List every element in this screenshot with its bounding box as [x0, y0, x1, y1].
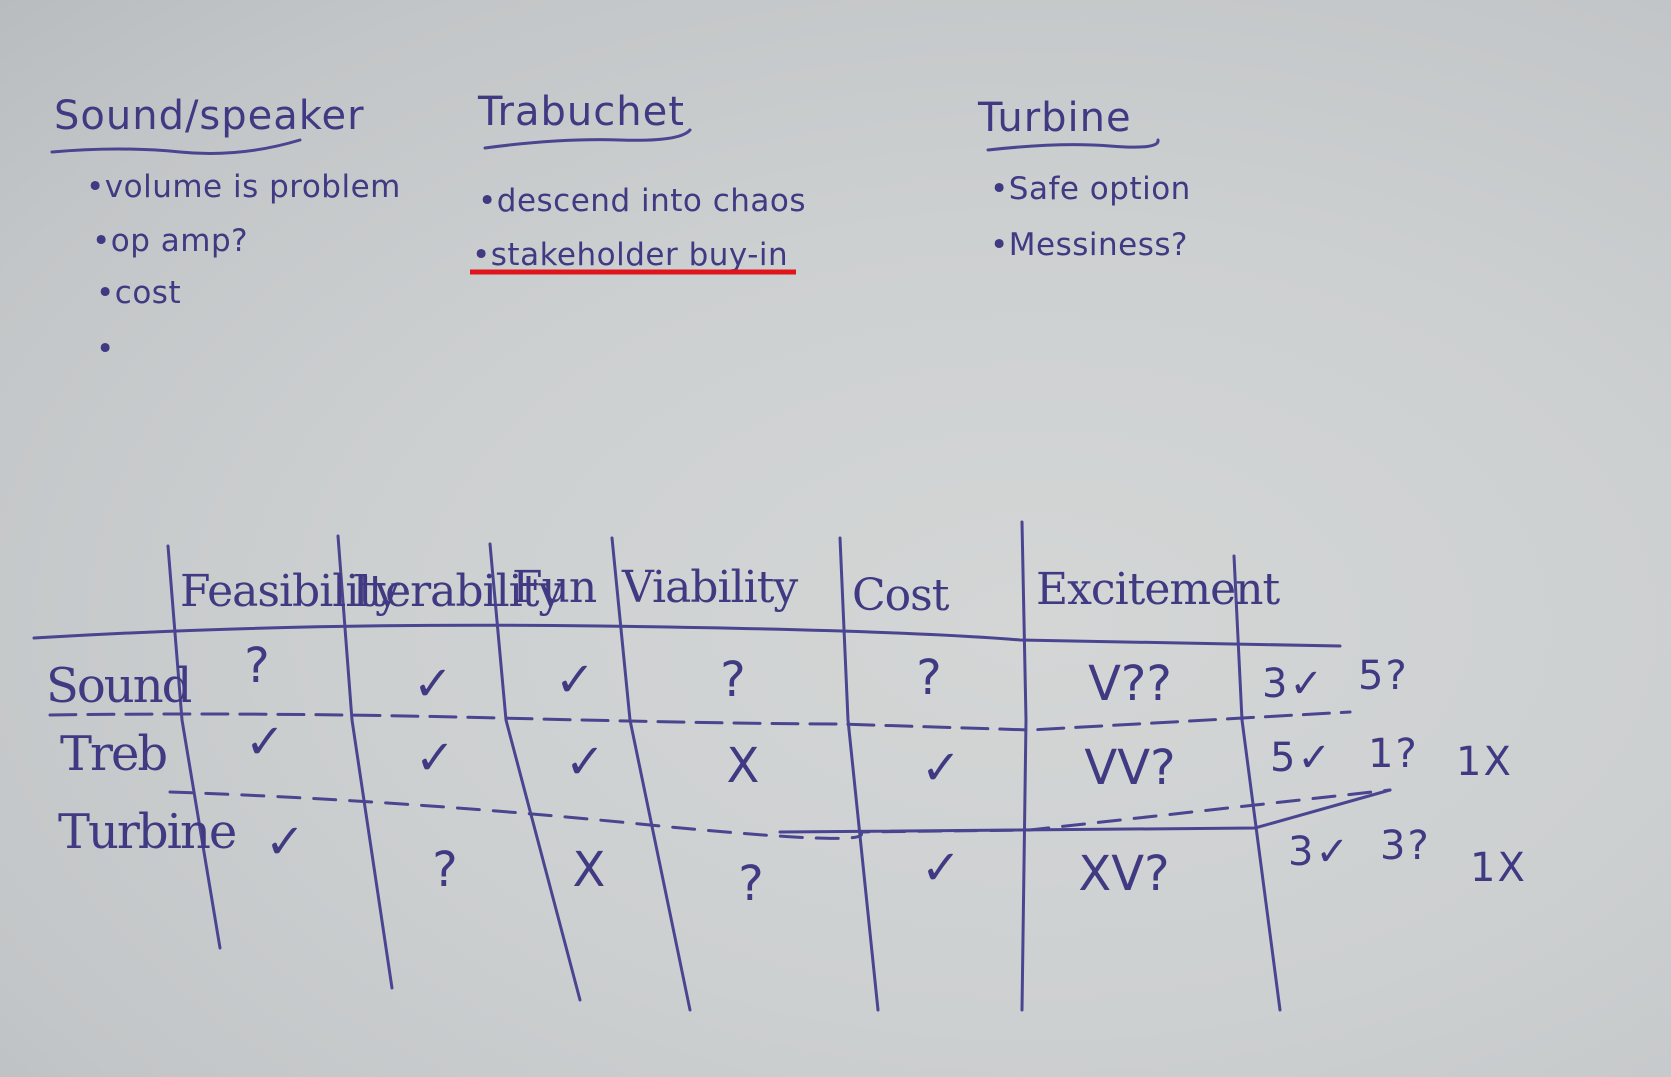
tally-question: 5? [1358, 653, 1409, 699]
tally-check: 5✓ [1270, 735, 1333, 781]
grid-line-row [778, 788, 1392, 834]
idea-note: •Safe option [990, 171, 1191, 207]
matrix-cell: V?? [1088, 656, 1172, 712]
idea-title-turbine: Turbine [978, 95, 1132, 141]
matrix-cell: ? [244, 638, 270, 694]
column-header-feasibility: Feasibility [180, 566, 400, 617]
title-underline [50, 138, 302, 155]
matrix-cell: XV? [1078, 846, 1170, 902]
column-header-viability: Viability [622, 562, 798, 613]
idea-title-sound: Sound/speaker [54, 93, 365, 139]
matrix-cell: ✓ [264, 814, 306, 870]
matrix-cell: ✓ [412, 656, 454, 712]
idea-note: •volume is problem [86, 169, 401, 205]
tally-check: 3✓ [1262, 661, 1325, 707]
row-label-treb: Treb [60, 726, 168, 782]
matrix-cell: ? [720, 652, 746, 708]
matrix-cell: ? [432, 842, 458, 898]
tally-cross: 1X [1470, 845, 1527, 891]
idea-note: •op amp? [92, 223, 249, 259]
tally-question: 1? [1368, 731, 1419, 777]
matrix-cell: ✓ [920, 740, 962, 796]
matrix-cell: ✓ [564, 734, 606, 790]
matrix-cell: ? [738, 856, 764, 912]
matrix-cell: ✓ [554, 652, 596, 708]
grid-line-row [168, 788, 1392, 840]
grid-line-col [838, 536, 880, 1012]
grid-line-col [1020, 520, 1028, 1012]
row-label-sound: Sound [46, 658, 192, 714]
grid-line-col [1232, 554, 1282, 1012]
grid-line-col [488, 542, 582, 1002]
matrix-cell: ? [916, 650, 942, 706]
matrix-cell: ✓ [244, 714, 286, 770]
column-header-excitement: Excitement [1036, 564, 1280, 615]
tally-cross: 1X [1456, 739, 1513, 785]
tally-question: 3? [1380, 823, 1431, 869]
title-underline [986, 138, 1160, 152]
grid-line-col [610, 536, 692, 1012]
grid-line-col [166, 544, 222, 950]
idea-note-highlighted: •stakeholder buy-in [472, 237, 789, 273]
matrix-cell: X [726, 738, 760, 794]
matrix-cell: VV? [1084, 740, 1176, 796]
matrix-cell: ✓ [414, 730, 456, 786]
grid-line-header [32, 623, 1342, 648]
matrix-cell: X [572, 842, 606, 898]
matrix-cell: ✓ [920, 840, 962, 896]
column-header-fun: Fun [512, 562, 597, 613]
column-header-iterability: Iterability [352, 566, 563, 617]
column-header-cost: Cost [852, 570, 949, 621]
grid-line-col [336, 534, 394, 990]
idea-title-trabuchet: Trabuchet [478, 89, 685, 135]
title-underline [483, 128, 692, 150]
grid-line-row [48, 710, 1352, 732]
idea-note: •descend into chaos [478, 183, 807, 219]
row-label-turbine: Turbine [58, 804, 237, 860]
idea-note: •cost [96, 275, 182, 311]
idea-note-empty-bullet: • [96, 331, 115, 367]
idea-note: •Messiness? [990, 227, 1188, 263]
tally-check: 3✓ [1288, 829, 1351, 875]
